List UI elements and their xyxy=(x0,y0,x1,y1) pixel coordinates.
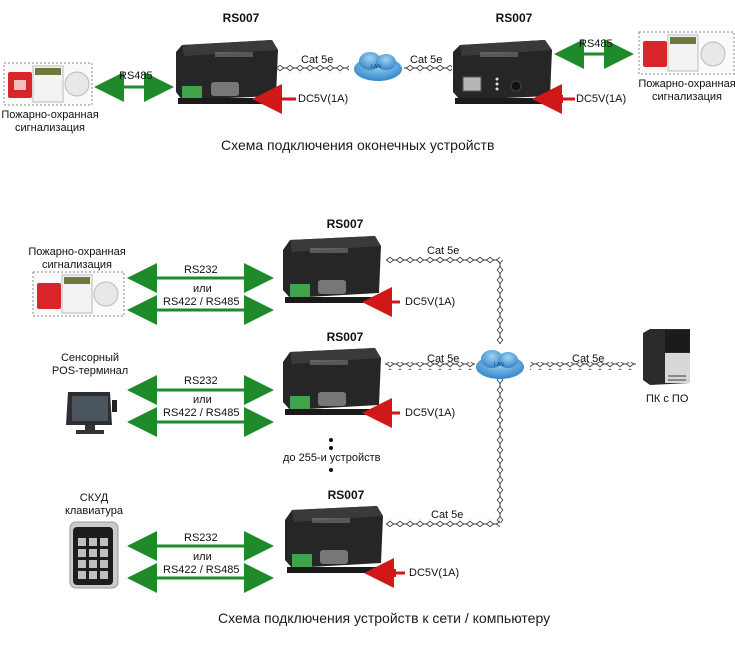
device-model-row3: RS007 xyxy=(327,488,365,502)
power-label-top-left: DC5V(1A) xyxy=(298,93,349,105)
cable-label-row3: Cat 5e xyxy=(431,509,464,521)
more-devices-label: до 255-и устройств xyxy=(283,452,381,464)
lan-cloud-bottom xyxy=(476,350,524,379)
power-label-top-right: DC5V(1A) xyxy=(576,93,627,105)
link-label-top-left: RS485 xyxy=(119,70,153,82)
pc-label: ПК с ПО xyxy=(646,393,689,405)
cat5e-cable-top-left xyxy=(277,65,349,73)
peripheral-label-top-right: Пожарно-охранная сигнализация xyxy=(638,78,735,103)
link-rs232-row2: RS232 xyxy=(184,375,218,387)
cat5e-cable-vertical-upper xyxy=(496,260,504,344)
cat5e-cable-row2 xyxy=(385,362,475,370)
device-model-row2: RS007 xyxy=(326,330,364,344)
cable-label-top-left: Cat 5e xyxy=(301,54,334,66)
power-label-row3: DC5V(1A) xyxy=(409,567,460,579)
link-rs232-row1: RS232 xyxy=(184,264,218,276)
lan-cloud-top xyxy=(354,52,402,81)
power-label-row2: DC5V(1A) xyxy=(405,407,456,419)
link-or-row3: или xyxy=(193,551,212,563)
caption-top: Схема подключения оконечных устройств xyxy=(221,137,495,153)
cable-label-row2: Cat 5e xyxy=(427,353,460,365)
link-rs422-row3: RS422 / RS485 xyxy=(163,564,240,576)
cat5e-cable-row3 xyxy=(386,519,500,527)
rs007-device-row2 xyxy=(283,348,381,415)
fire-alarm-group-top-right xyxy=(638,31,735,75)
access-keypad-icon xyxy=(69,521,119,589)
cat5e-cable-pc xyxy=(530,362,636,370)
rs007-device-row1 xyxy=(283,236,381,303)
terminal-block-icon xyxy=(182,86,202,100)
cable-label-row1: Cat 5e xyxy=(427,245,460,257)
device-model-top-right: RS007 xyxy=(495,11,533,25)
peripheral-label-top-left: Пожарно-охранная сигнализация xyxy=(1,109,99,134)
rs007-device-top-left xyxy=(176,40,278,104)
pos-terminal-icon xyxy=(66,392,117,434)
peripheral-label-row2: Сенсорный POS-терминал xyxy=(51,352,129,377)
rs007-device-row3 xyxy=(285,506,383,573)
more-dot xyxy=(329,468,333,472)
cable-label-pc: Cat 5e xyxy=(572,353,605,365)
device-model-row1: RS007 xyxy=(326,217,364,231)
cloud-label-top: LAN xyxy=(371,64,381,70)
cloud-label-bottom: LAN xyxy=(494,362,504,368)
rs007-device-top-right xyxy=(453,40,553,104)
link-rs422-row2: RS422 / RS485 xyxy=(163,407,240,419)
peripheral-label-row3: СКУД клавиатура xyxy=(64,492,124,517)
link-or-row2: или xyxy=(193,394,212,406)
more-dot xyxy=(329,446,333,450)
db9-port-icon xyxy=(211,82,239,96)
caption-bottom: Схема подключения устройств к сети / ком… xyxy=(218,610,551,626)
cat5e-cable-vertical-lower xyxy=(496,378,504,523)
link-rs422-row1: RS422 / RS485 xyxy=(163,296,240,308)
more-dot xyxy=(329,438,333,442)
smoke-detector-icon xyxy=(64,71,90,97)
cat5e-cable-row1 xyxy=(386,256,500,264)
rj45-port-icon xyxy=(462,76,482,92)
link-label-top-right: RS485 xyxy=(579,38,613,50)
pc-tower-icon xyxy=(643,329,690,385)
fire-alarm-group-bottom xyxy=(32,271,125,317)
device-model-top-left: RS007 xyxy=(222,11,260,25)
power-jack-icon xyxy=(510,80,522,92)
cat5e-cable-top-right xyxy=(404,65,452,73)
power-label-row1: DC5V(1A) xyxy=(405,296,456,308)
link-or-row1: или xyxy=(193,283,212,295)
cable-label-top-right: Cat 5e xyxy=(410,54,443,66)
fire-alarm-group-top-left xyxy=(3,62,93,106)
link-rs232-row3: RS232 xyxy=(184,532,218,544)
peripheral-label-row1: Пожарно-охранная сигнализация xyxy=(28,246,126,271)
